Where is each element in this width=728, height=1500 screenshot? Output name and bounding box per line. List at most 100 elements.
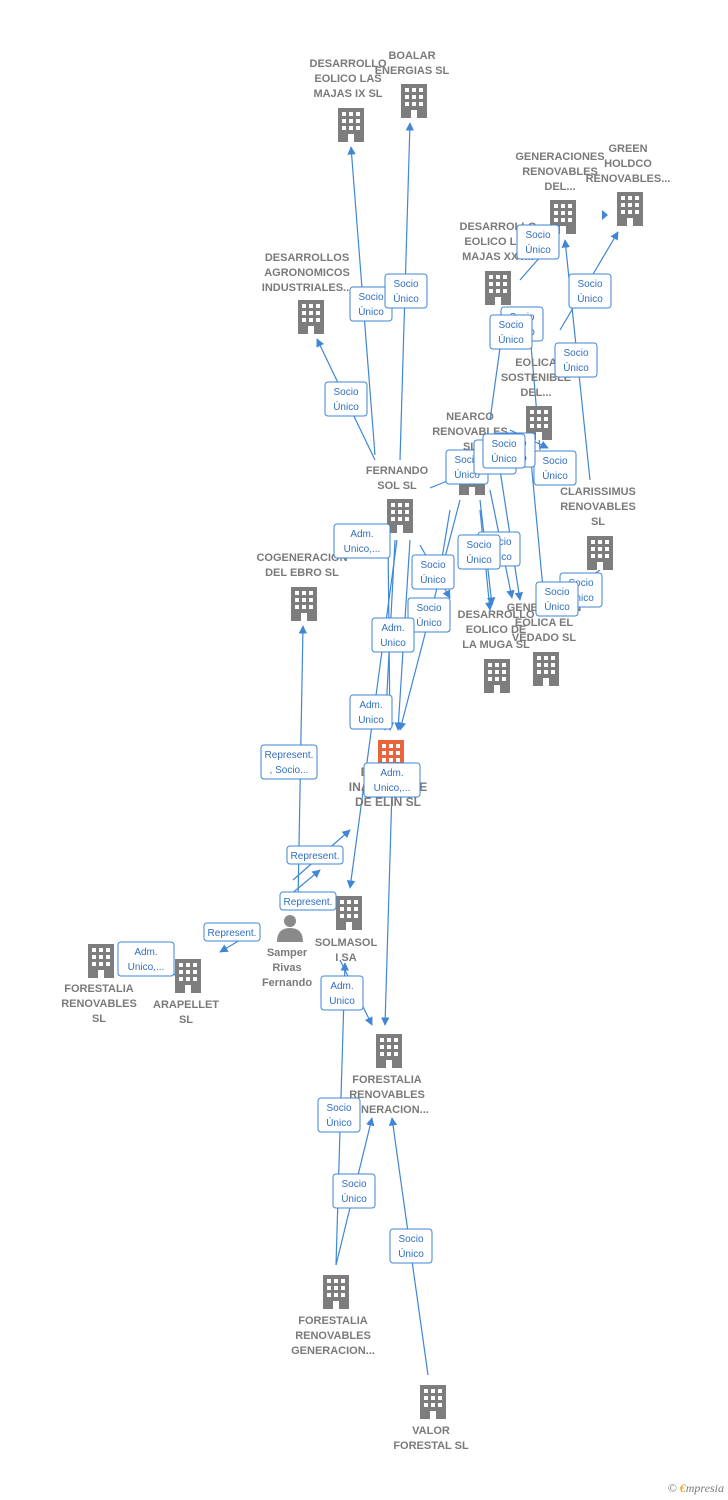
building-icon [533, 652, 559, 686]
relation-label-text: , Socio... [270, 765, 309, 776]
relation-label-text: Único [542, 469, 568, 482]
relation-label-box[interactable]: Represent. [286, 845, 344, 865]
building-icon [338, 108, 364, 142]
relation-label-text: Socio [326, 1103, 351, 1114]
relation-label-text: Socio [454, 455, 479, 466]
node-label: VALOR [412, 1425, 450, 1437]
building-icon [175, 959, 201, 993]
building-icon [336, 896, 362, 930]
relation-label-text: Único [326, 1116, 352, 1129]
node-label: SL [92, 1013, 106, 1025]
node-label: BOALAR [388, 50, 435, 62]
relation-label-text: Socio [568, 578, 593, 589]
relation-label-text: Único [577, 292, 603, 305]
node-label: SOLMASOL [315, 937, 378, 949]
relation-label-text: Unico,... [374, 783, 411, 794]
relation-label-box[interactable]: Adm.Unico [371, 617, 415, 653]
node-label: DESARROLLOS [265, 252, 349, 264]
relation-label-text: Adm. [359, 700, 382, 711]
relation-label-text: Socio [491, 439, 516, 450]
node-green[interactable]: GREENHOLDCORENOVABLES... [586, 143, 671, 226]
relation-label-box[interactable]: Represent. [279, 891, 337, 911]
relation-label-text: Represent. [265, 750, 314, 761]
relation-label-box[interactable]: Represent. , Socio... [260, 744, 318, 780]
relation-label-text: Único [393, 292, 419, 305]
building-icon [387, 499, 413, 533]
relation-label-text: Represent. [284, 897, 333, 908]
relation-label-box[interactable]: Adm.Unico [320, 975, 364, 1011]
relation-label-text: Único [544, 600, 570, 613]
relation-label-text: Unico,... [344, 544, 381, 555]
node-label: LA MUGA SL [462, 639, 530, 651]
node-forestalia-gen1[interactable]: FORESTALIARENOVABLESGENERACION... [345, 1034, 429, 1116]
node-label: EOLICA EL [515, 617, 574, 629]
node-forestalia-gen2[interactable]: FORESTALIARENOVABLESGENERACION... [291, 1275, 375, 1357]
relation-labels: SocioÚnicoSocioÚnicoSocioÚnicoSocioÚnico… [117, 224, 612, 1264]
brand-initial: € [679, 1481, 686, 1495]
node-agronomicos[interactable]: DESARROLLOSAGRONOMICOSINDUSTRIALES... [262, 252, 352, 334]
node-label: EOLICO DE [466, 624, 527, 636]
relation-label-box[interactable]: Adm.Unico,... [333, 523, 391, 559]
relation-label-text: Socio [544, 587, 569, 598]
node-label: FORESTALIA [64, 983, 134, 995]
relation-label-text: Único [398, 1247, 424, 1260]
relation-label-text: Unico,... [128, 962, 165, 973]
node-label: GENERACIONES [515, 151, 604, 163]
relation-edge [219, 939, 241, 953]
relation-label-box[interactable]: Adm.Unico,... [363, 762, 421, 798]
node-label: FORESTALIA [352, 1074, 422, 1086]
relation-label-text: Socio [358, 292, 383, 303]
relation-label-text: Único [563, 361, 589, 374]
relation-label-box[interactable]: Adm.Unico,... [117, 941, 175, 977]
node-label: GENERACION... [345, 1104, 429, 1116]
node-generaciones[interactable]: GENERACIONESRENOVABLESDEL... [515, 151, 605, 234]
node-label: ENERGIAS SL [375, 65, 450, 77]
node-label: ARAPELLET [153, 999, 219, 1011]
relation-label-text: Socio [420, 560, 445, 571]
node-boalar[interactable]: BOALAR ENERGIAS SL [375, 50, 450, 118]
relation-label-text: Único [525, 243, 551, 256]
node-label: GENERACION... [291, 1345, 375, 1357]
relation-label-text: Unico [358, 715, 384, 726]
node-label: COGENERACION [256, 552, 347, 564]
node-label: AGRONOMICOS [264, 267, 350, 279]
relation-label-text: Socio [542, 456, 567, 467]
node-label: NEARCO [446, 411, 494, 423]
relation-label-box[interactable]: Adm. Unico [349, 694, 393, 730]
relation-edge [381, 789, 393, 1026]
node-eolica-sost[interactable]: EOLICASOSTENIBLEDEL... [501, 357, 571, 440]
relation-label-text: Único [358, 305, 384, 318]
relation-label-box[interactable]: Represent. [203, 922, 261, 942]
relation-edge [289, 869, 321, 896]
node-label: RENOVABLES [522, 166, 598, 178]
node-label: DE ELIN SL [355, 795, 421, 809]
relation-label-text: Socio [416, 603, 441, 614]
